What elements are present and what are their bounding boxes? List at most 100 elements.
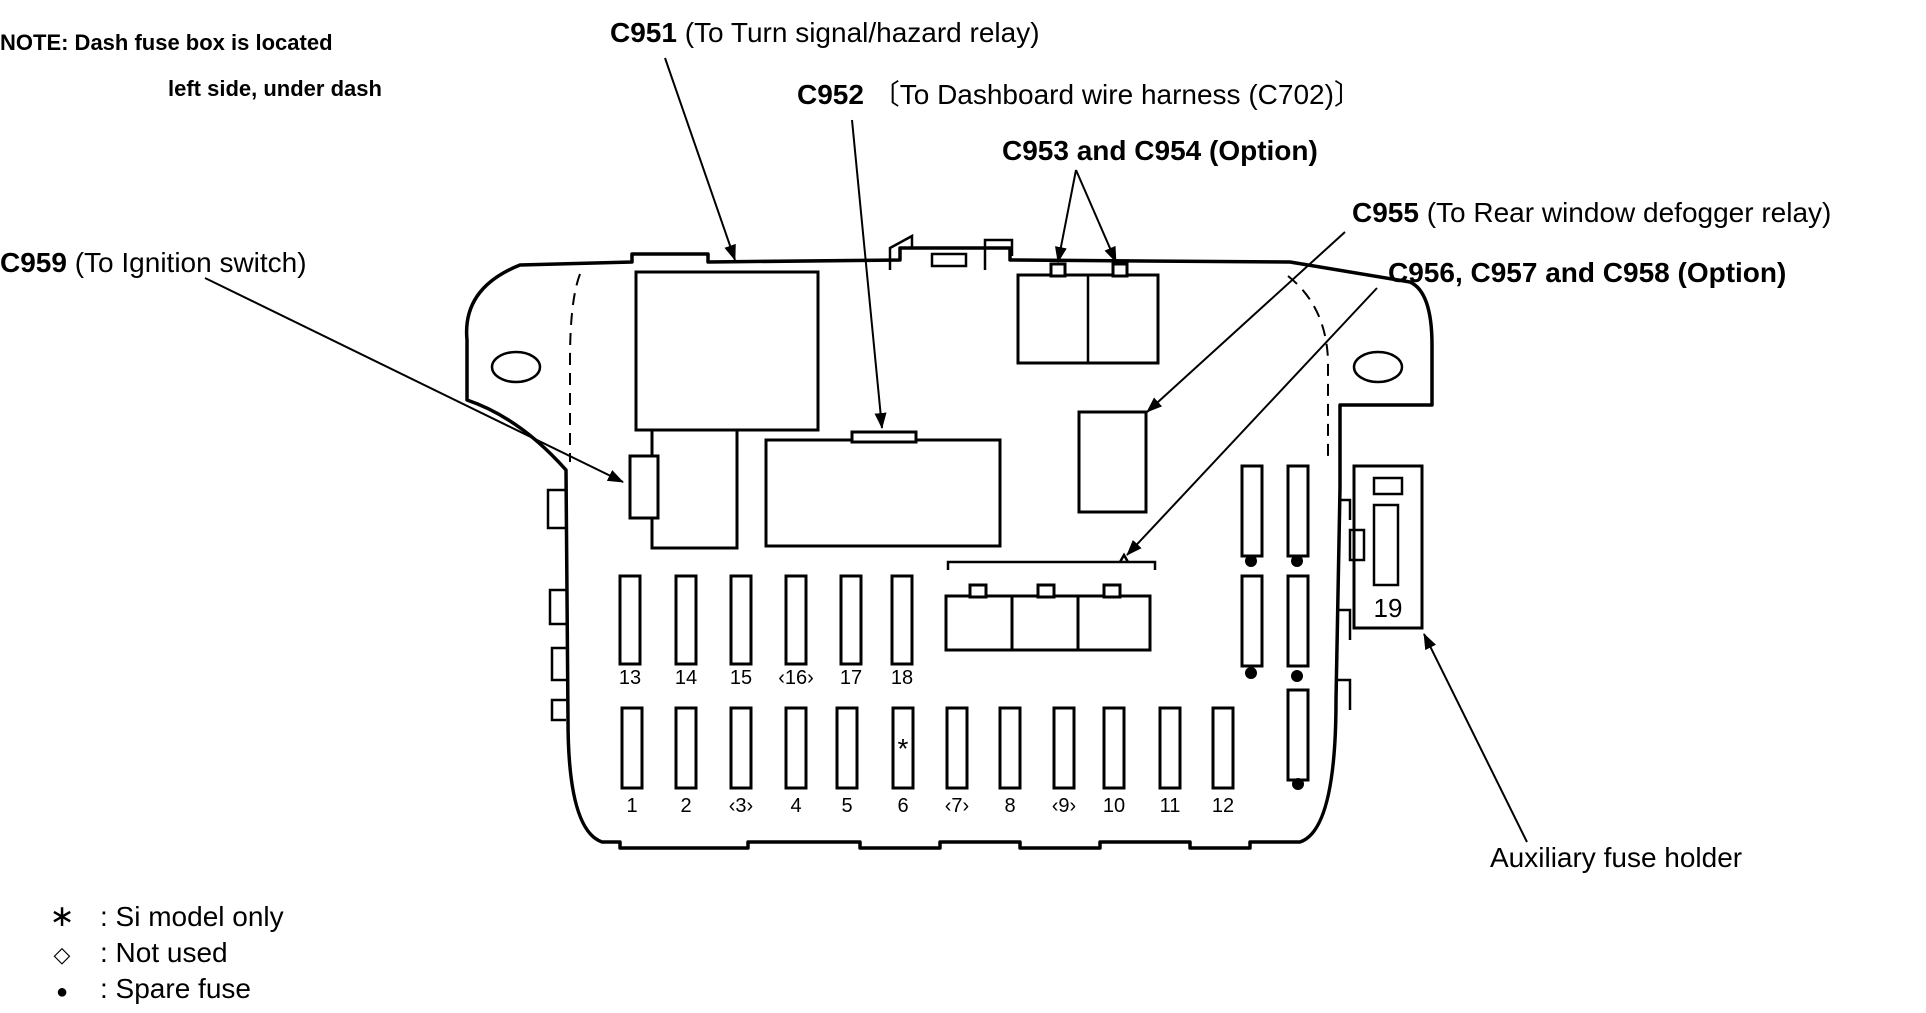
fuse-label-4: 4 bbox=[790, 795, 801, 817]
connector-c959-tab bbox=[628, 454, 660, 520]
aux-fuse-label-19: 19 bbox=[1374, 593, 1403, 623]
legend: ∗ : Si model only ◇ : Not used ● : Spare… bbox=[49, 900, 283, 1004]
fuse-18 bbox=[890, 574, 914, 666]
fuse-label-2: 2 bbox=[680, 795, 691, 817]
fuse-label-13: 13 bbox=[619, 667, 641, 689]
spare-dot-2 bbox=[1291, 555, 1303, 567]
side-clip-4 bbox=[550, 698, 566, 722]
fuse-1 bbox=[620, 706, 644, 790]
fuse-label-8: 8 bbox=[1004, 795, 1015, 817]
c957-latch bbox=[1036, 583, 1056, 599]
fuse-label-11: 11 bbox=[1160, 795, 1181, 817]
legend-text-spare: : Spare fuse bbox=[100, 973, 251, 1004]
callout-c955: C955 (To Rear window defogger relay) bbox=[1352, 197, 1831, 228]
fuse-8 bbox=[998, 706, 1022, 790]
fuse-2 bbox=[674, 706, 698, 790]
arrow-c956-c958 bbox=[1126, 287, 1378, 556]
legend-text-not-used: : Not used bbox=[100, 937, 228, 968]
fuse-9 bbox=[1052, 706, 1076, 790]
fuse-10 bbox=[1102, 706, 1126, 790]
legend-symbol-si: ∗ bbox=[49, 900, 74, 933]
dash-line-right bbox=[1287, 275, 1329, 462]
fuse-row-top: 13 14 15 ‹16› 17 18 bbox=[618, 574, 914, 689]
c954-latch bbox=[1111, 262, 1129, 278]
top-clip-right bbox=[983, 238, 1014, 270]
side-clip-3 bbox=[550, 646, 566, 682]
fuse-3 bbox=[729, 706, 753, 790]
spare-fuse-5 bbox=[1286, 688, 1310, 782]
callout-c951: C951 (To Turn signal/hazard relay) bbox=[610, 17, 1040, 48]
side-clip-2 bbox=[548, 588, 566, 626]
connector-c952-tab bbox=[850, 430, 918, 444]
note-line-2: left side, under dash bbox=[168, 76, 382, 101]
top-tab bbox=[930, 252, 968, 268]
spare-dot-1 bbox=[1245, 555, 1257, 567]
fuse-12 bbox=[1211, 706, 1235, 790]
callout-c959: C959 (To Ignition switch) bbox=[0, 247, 307, 278]
legend-symbol-spare: ● bbox=[56, 981, 68, 1003]
aux-holder-slot bbox=[1372, 476, 1404, 496]
fuse-5 bbox=[835, 706, 859, 790]
c958-latch bbox=[1102, 583, 1122, 599]
right-clip-3 bbox=[1338, 678, 1352, 710]
top-clip-left bbox=[888, 233, 914, 270]
fuse-label-9: ‹9› bbox=[1052, 795, 1076, 817]
legend-symbol-not-used: ◇ bbox=[54, 942, 71, 967]
c959-code: C959 bbox=[0, 247, 67, 278]
c951-desc: (To Turn signal/hazard relay) bbox=[677, 17, 1040, 48]
c952-desc: 〔To Dashboard wire harness (C702)〕 bbox=[864, 79, 1362, 110]
right-clip-1 bbox=[1338, 498, 1352, 520]
connector-c955 bbox=[1077, 410, 1148, 514]
fuse-16 bbox=[784, 574, 808, 666]
fuse-row-bottom: * 1 2 ‹3› 4 5 6 ‹7› 8 ‹9› 10 11 12 bbox=[620, 706, 1235, 817]
fuse-13 bbox=[618, 574, 642, 666]
connectors bbox=[628, 262, 1160, 652]
c959-desc: (To Ignition switch) bbox=[67, 247, 307, 278]
connector-c957 bbox=[1010, 594, 1080, 652]
c953-latch bbox=[1049, 262, 1067, 278]
dash-line-left bbox=[569, 273, 581, 462]
fuse-label-6: 6 bbox=[897, 795, 908, 817]
spare-dot-5 bbox=[1292, 778, 1304, 790]
arrow-c954 bbox=[1075, 169, 1117, 263]
spare-dot-3 bbox=[1245, 667, 1257, 679]
c952-code: C952 bbox=[797, 79, 864, 110]
legend-text-si: : Si model only bbox=[100, 901, 284, 932]
aux-holder-tab bbox=[1348, 528, 1366, 562]
c951-code: C951 bbox=[610, 17, 677, 48]
fuse-17 bbox=[839, 574, 863, 666]
callout-c953-c954: C953 and C954 (Option) bbox=[1002, 135, 1318, 166]
fuse-label-17: 17 bbox=[840, 667, 862, 689]
spare-fuse-4 bbox=[1286, 574, 1310, 668]
spare-dot-4 bbox=[1291, 670, 1303, 682]
connector-c956 bbox=[944, 594, 1014, 652]
fuse-label-16: ‹16› bbox=[778, 667, 814, 689]
arrow-c959 bbox=[204, 277, 624, 483]
fuse-label-5: 5 bbox=[841, 795, 852, 817]
fuse-4 bbox=[784, 706, 808, 790]
c955-desc: (To Rear window defogger relay) bbox=[1419, 197, 1831, 228]
fuse-label-3: ‹3› bbox=[729, 795, 753, 817]
spare-fuse-3 bbox=[1240, 574, 1264, 668]
fuse-7 bbox=[945, 706, 969, 790]
fuse-box-body bbox=[464, 233, 1434, 850]
fuse-label-1: 1 bbox=[626, 795, 637, 817]
spare-fuse-2 bbox=[1286, 464, 1310, 558]
fuse-6 bbox=[891, 706, 915, 790]
right-clip-2 bbox=[1338, 608, 1352, 640]
arrow-auxiliary-fuse-holder bbox=[1423, 633, 1528, 843]
connector-c951 bbox=[634, 270, 820, 432]
fuse-15 bbox=[729, 574, 753, 666]
callout-c952: C952 〔To Dashboard wire harness (C702)〕 bbox=[797, 79, 1362, 110]
c956-c958-bracket bbox=[946, 552, 1157, 570]
mount-hole-right bbox=[1352, 350, 1404, 384]
c955-code: C955 bbox=[1352, 197, 1419, 228]
note-line-1: NOTE: Dash fuse box is located bbox=[0, 30, 333, 55]
auxiliary-fuse-holder: 19 bbox=[1348, 464, 1424, 630]
connector-c958 bbox=[1076, 594, 1152, 652]
fuse-label-15: 15 bbox=[730, 667, 752, 689]
fuse-label-18: 18 bbox=[891, 667, 913, 689]
aux-fuse-19 bbox=[1372, 503, 1400, 587]
